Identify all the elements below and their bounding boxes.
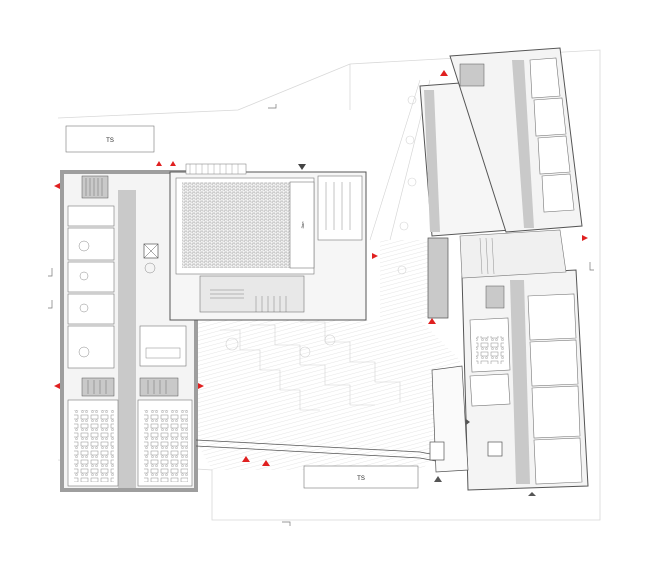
site-boundary (57, 49, 601, 521)
entrance-icon (242, 456, 250, 462)
auditorium: Зал (169, 163, 367, 321)
landscape-terraces (190, 240, 460, 470)
elevator-right (487, 441, 503, 457)
entrance-icon (54, 183, 60, 189)
connector-bridge (195, 365, 469, 473)
ts-top-label: TS (106, 138, 114, 144)
entrance-icon (170, 161, 176, 166)
entrance-markers (54, 70, 588, 466)
section-marks (48, 104, 594, 526)
entrance-icon (372, 253, 378, 259)
terrace-steps (220, 79, 431, 411)
entrance-icon (156, 161, 162, 166)
entrance-icon (262, 460, 270, 466)
hall-label: Зал (300, 221, 305, 229)
ts-bottom: TS (303, 465, 419, 489)
entrance-icon (582, 235, 588, 241)
stage (289, 181, 315, 269)
ts-bottom-label: TS (357, 476, 365, 482)
right-top-wing (419, 47, 583, 319)
right-bottom-wing (459, 229, 589, 491)
left-wing (60, 170, 198, 492)
entrance-icon (440, 70, 448, 76)
entrance-icon (428, 318, 436, 324)
secondary-markers (434, 419, 536, 496)
ts-top: TS (65, 125, 155, 153)
entrance-icon (198, 383, 204, 389)
entrance-icon (54, 383, 60, 389)
